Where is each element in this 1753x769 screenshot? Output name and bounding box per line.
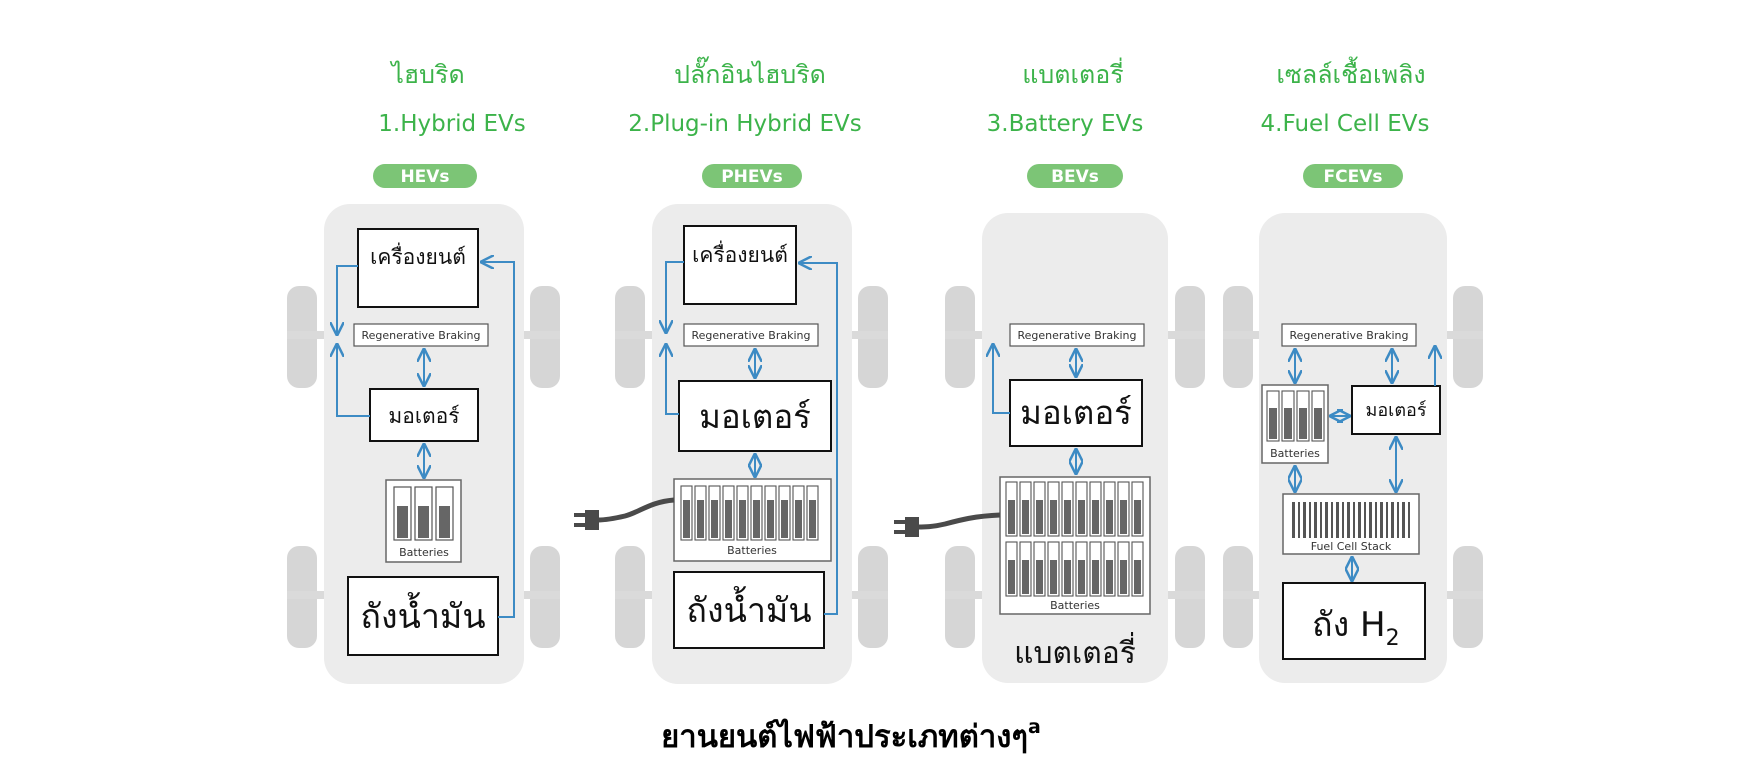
hydrogen-tank-box [1282,582,1426,660]
motor-label: มอเตอร์ [1020,393,1132,432]
badge-fcevs-label: FCEVs [1324,167,1383,187]
battery-pack: Batteries [999,476,1151,615]
badge-fcevs [1303,164,1403,188]
motor-box [1009,379,1143,447]
flow-arrows [993,346,1076,472]
fuel-cell-stack: Fuel Cell Stack [1282,493,1420,555]
fuel-tank-box [673,571,825,649]
panel-plugin-hybrid: ปลั๊กอินไฮบริด 2.Plug-in Hybrid EVs PHEV… [574,56,888,684]
badge-phevs [702,164,802,188]
badge-bevs [1027,164,1123,188]
title-en-plugin-hybrid: 2.Plug-in Hybrid EVs [628,111,861,137]
regen-box [353,323,489,347]
engine-box [683,225,797,305]
fuel-tank-label: ถังน้ำมัน [686,586,811,631]
title-thai-fuel-cell: เซลล์เชื้อเพลิง [1276,56,1425,89]
plug-icon [574,497,675,530]
flow-arrows [337,262,515,618]
title-en-hybrid: 1.Hybrid EVs [378,111,525,137]
motor-box [369,388,479,442]
badge-hevs [373,164,477,188]
engine-label: เครื่องยนต์ [370,242,466,269]
panel-hybrid: ไฮบริด 1.Hybrid EVs HEVs เครื่องยนต์ Reg… [287,60,560,684]
badge-hevs-label: HEVs [400,167,449,187]
regen-box [1281,323,1417,347]
flow-arrows [1295,348,1435,579]
title-thai-plugin-hybrid: ปลั๊กอินไฮบริด [674,56,826,89]
fuel-cell-label: Fuel Cell Stack [1311,540,1392,553]
motor-box [1351,385,1441,435]
flow-arrows [666,262,838,615]
engine-label: เครื่องยนต์ [692,240,788,267]
motor-box [678,380,832,452]
batteries-label: Batteries [1270,447,1320,460]
batteries-label: Batteries [399,546,449,559]
regen-box [1009,323,1145,347]
plug-icon [894,512,1001,537]
regen-label: Regenerative Braking [1017,329,1136,342]
figure-caption: ยานยนต์ไฟฟ้าประเภทต่างๆa [661,716,1041,755]
battery-pack: Batteries [385,479,462,563]
fuel-tank-label: ถังน้ำมัน [360,592,485,637]
battery-pack: Batteries [1261,384,1329,464]
engine-box [357,228,479,308]
batteries-label: Batteries [727,544,777,557]
badge-phevs-label: PHEVs [721,167,783,187]
title-en-battery: 3.Battery EVs [987,111,1144,137]
panel-battery: แบตเตอรี่ 3.Battery EVs BEVs Regenerativ… [894,57,1205,683]
title-thai-hybrid: ไฮบริด [389,60,464,89]
regen-label: Regenerative Braking [691,329,810,342]
motor-label: มอเตอร์ [388,404,459,428]
hydrogen-tank-label: ถัง H2 [1312,605,1400,651]
fuel-tank-box [347,576,499,656]
batteries-label: Batteries [1050,599,1100,612]
regen-label: Regenerative Braking [361,329,480,342]
regen-box [683,323,819,347]
title-en-fuel-cell: 4.Fuel Cell EVs [1261,111,1430,137]
title-thai-battery: แบตเตอรี่ [1022,57,1123,89]
panel-fuel-cell: เซลล์เชื้อเพลิง 4.Fuel Cell EVs FCEVs Re… [1223,56,1483,683]
motor-label: มอเตอร์ [699,397,811,436]
battery-label: แบตเตอรี่ [1014,632,1136,671]
motor-label: มอเตอร์ [1366,400,1427,421]
regen-label: Regenerative Braking [1289,329,1408,342]
badge-bevs-label: BEVs [1051,167,1099,187]
battery-pack: Batteries [673,478,832,562]
